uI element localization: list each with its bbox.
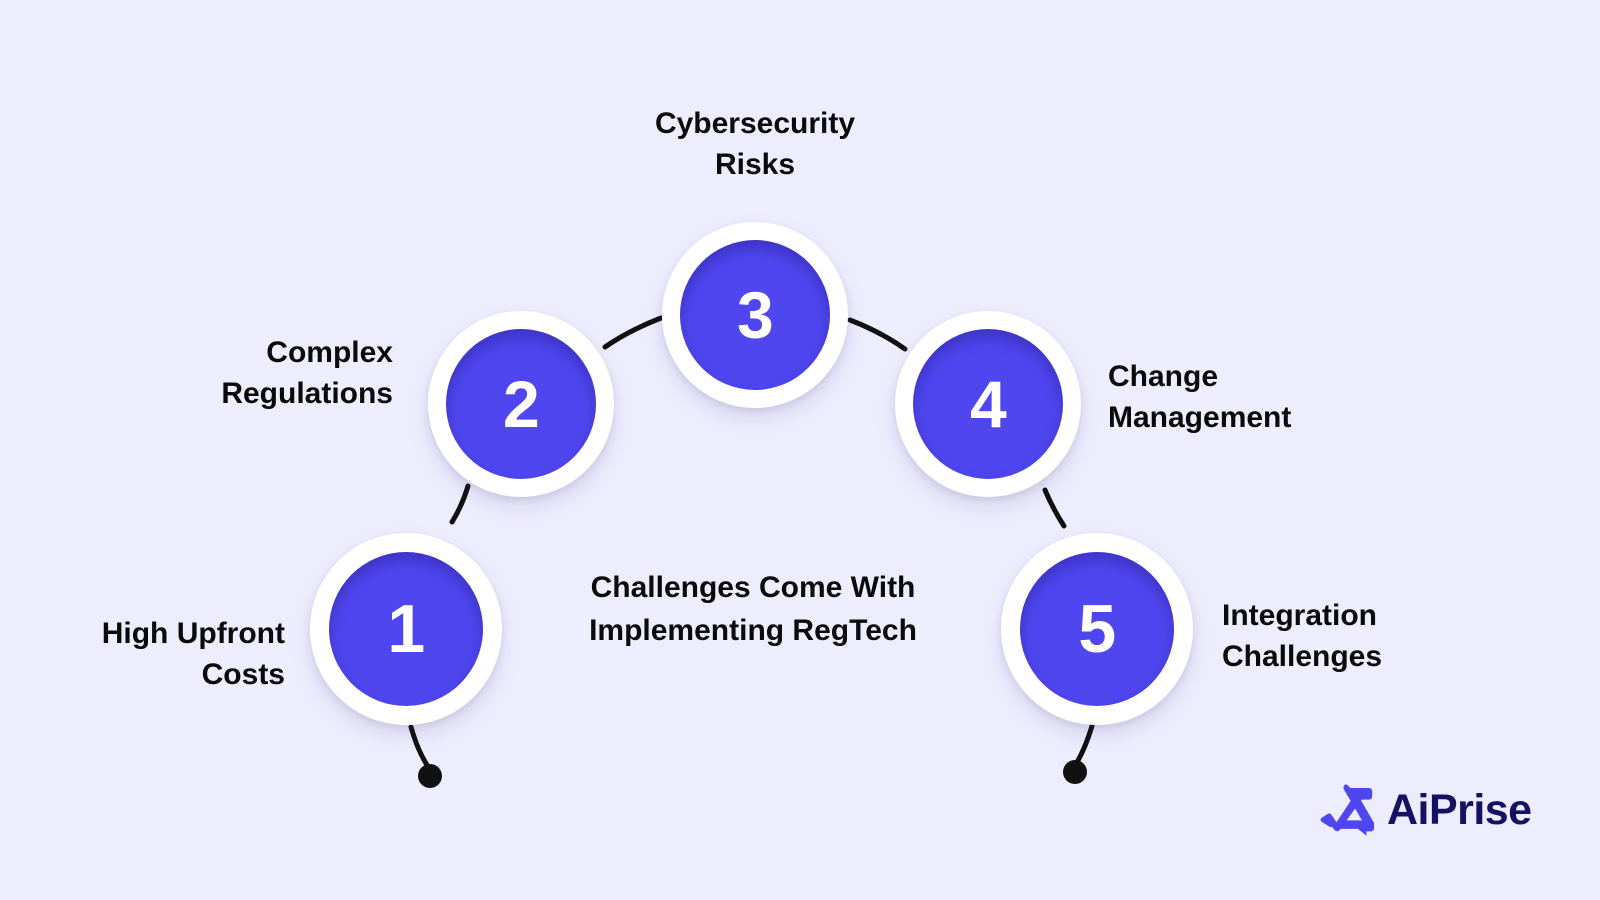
tail-dot-right	[1063, 760, 1087, 784]
connector-1-2	[449, 483, 471, 525]
step-number-5: 5	[1078, 591, 1116, 667]
connector-3-4	[847, 317, 908, 352]
connector-4-5	[1042, 487, 1067, 529]
aiprise-logo: AiPrise	[1318, 782, 1532, 838]
step-number-2: 2	[502, 367, 540, 441]
step-node-5[interactable]: 5	[1001, 533, 1193, 725]
aiprise-logo-text: AiPrise	[1387, 785, 1532, 834]
step-disc-1: 1	[329, 552, 483, 706]
step-number-1: 1	[387, 591, 425, 667]
step-label-3: Cybersecurity Risks	[654, 107, 856, 182]
step-number-3: 3	[736, 278, 774, 352]
tail-left	[408, 724, 432, 771]
step-node-1[interactable]: 1	[310, 533, 502, 725]
center-heading: Challenges Come With Implementing RegTec…	[589, 571, 917, 647]
step-label-1: High Upfront Costs	[101, 617, 285, 692]
step-node-2[interactable]: 2	[428, 311, 614, 497]
connector-2-3	[602, 315, 664, 350]
step-number-4: 4	[969, 367, 1007, 441]
tail-right	[1073, 723, 1095, 767]
step-disc-4: 4	[913, 329, 1063, 479]
step-node-4[interactable]: 4	[895, 311, 1081, 497]
step-label-2: Complex Regulations	[221, 336, 393, 411]
tail-dot-left	[418, 764, 442, 788]
step-disc-2: 2	[446, 329, 596, 479]
step-disc-5: 5	[1020, 552, 1174, 706]
aiprise-logo-mark-icon	[1320, 784, 1375, 836]
step-disc-3: 3	[680, 240, 830, 390]
step-node-3[interactable]: 3	[662, 222, 848, 408]
step-label-5: Integration Challenges	[1222, 599, 1383, 674]
step-label-4: Change Management	[1108, 360, 1292, 435]
